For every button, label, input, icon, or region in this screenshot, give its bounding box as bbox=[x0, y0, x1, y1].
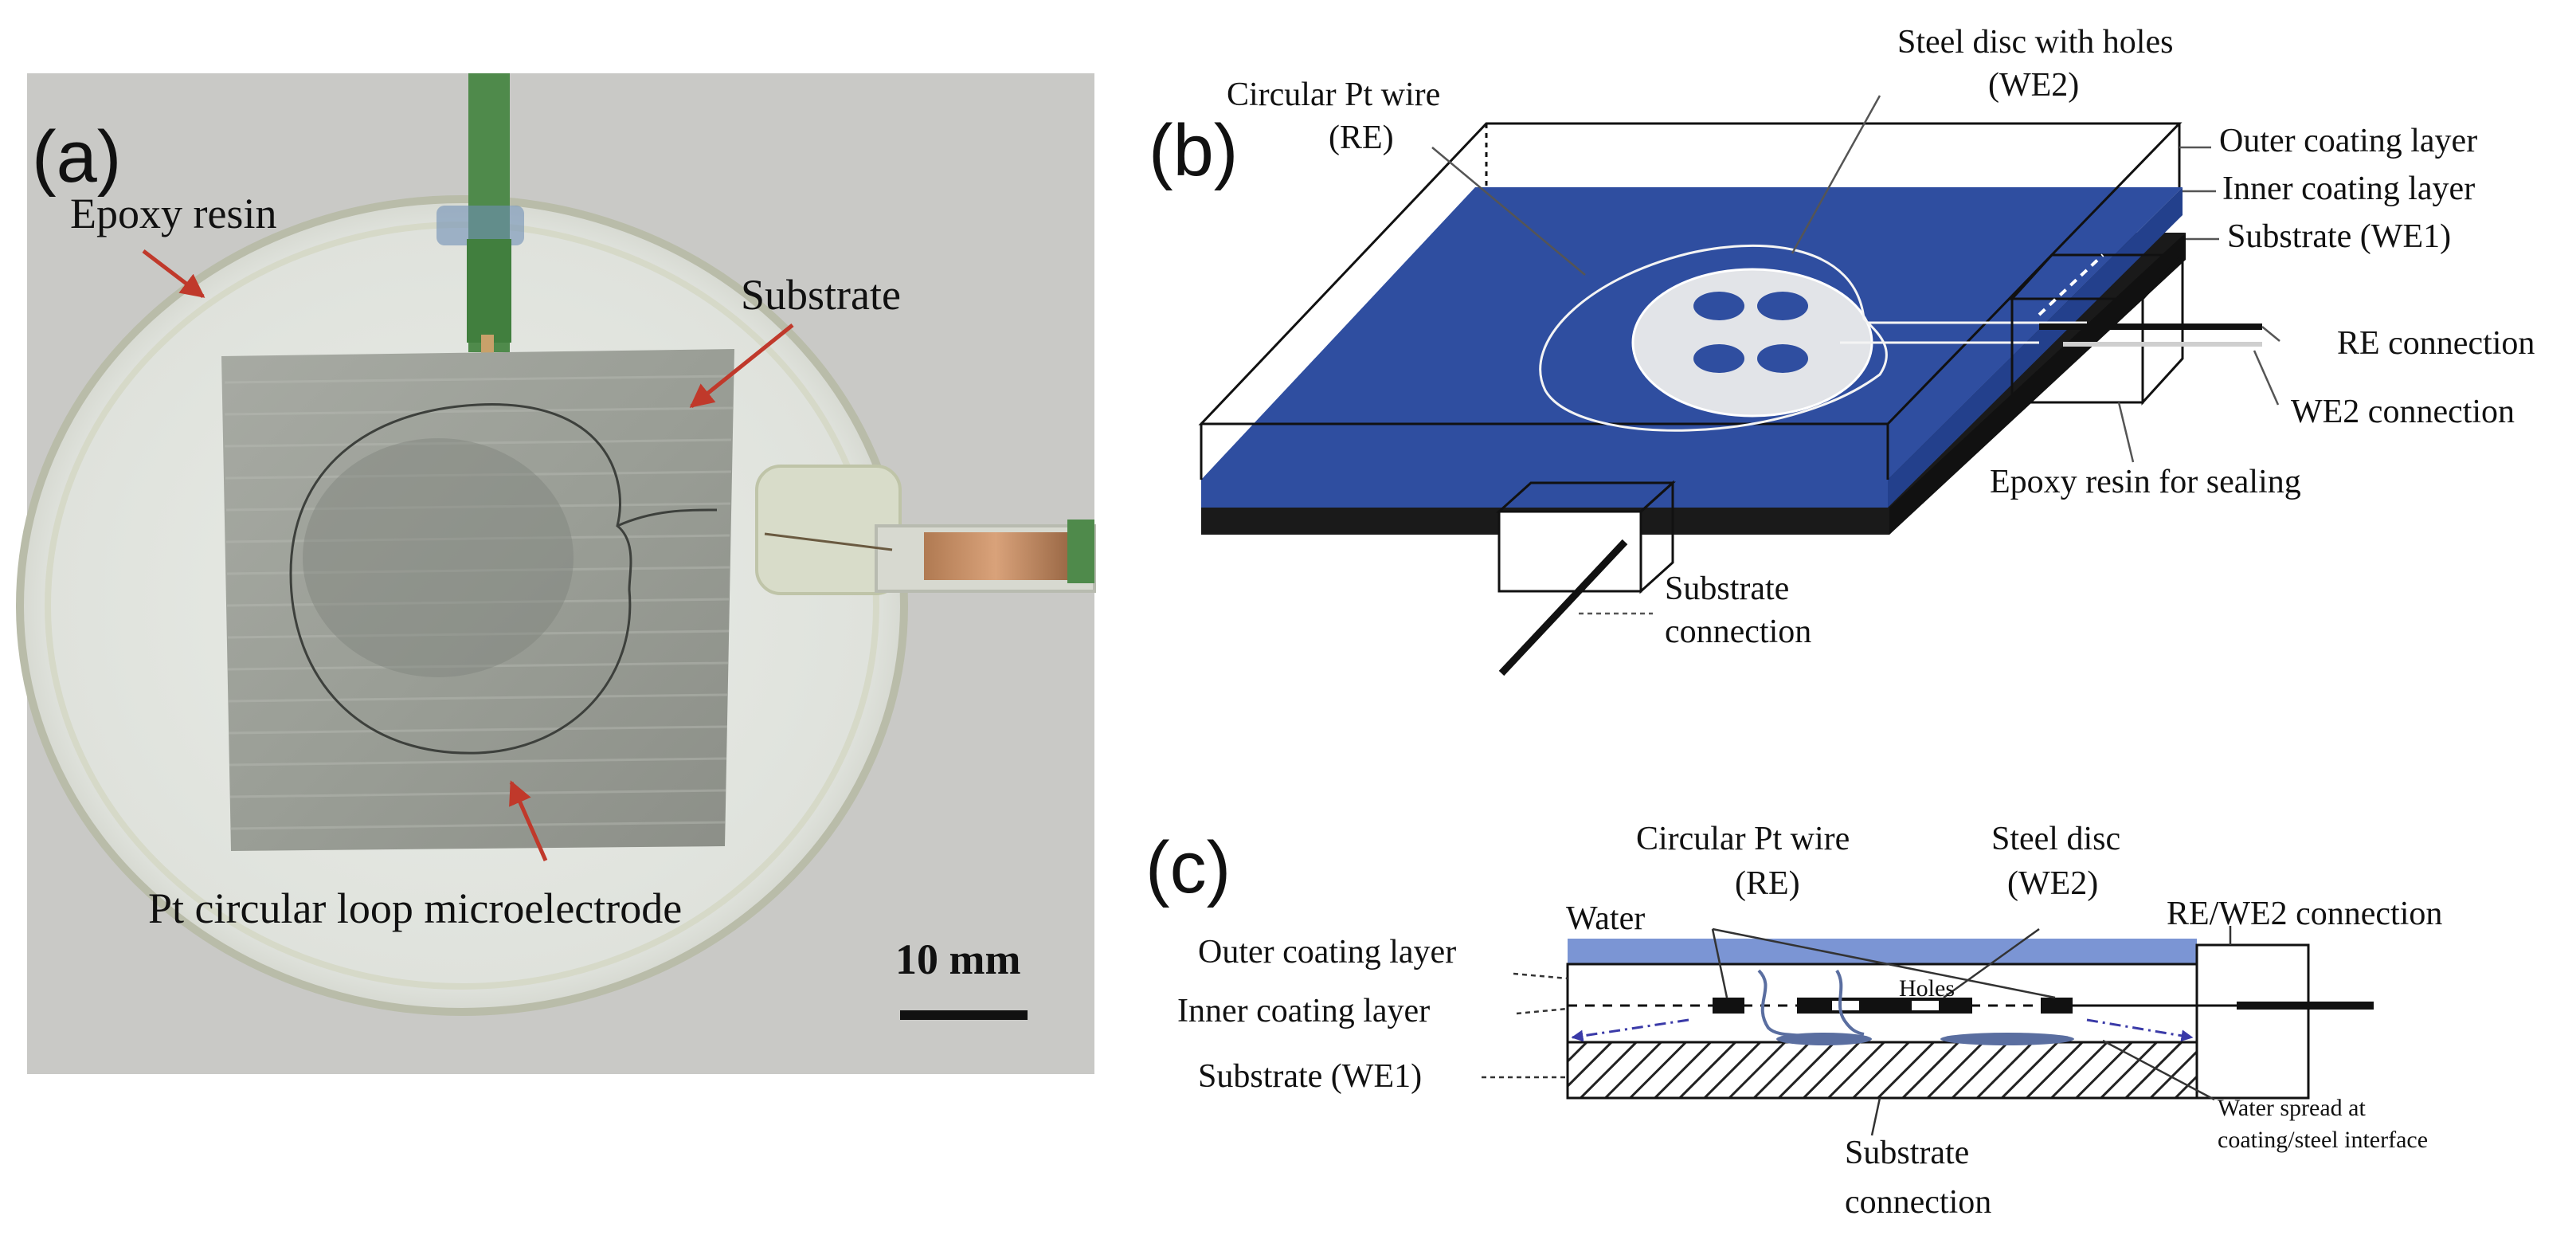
label-substrate: Substrate bbox=[741, 271, 901, 319]
label-c-steel-disc-2: (WE2) bbox=[2007, 865, 2098, 902]
substrate-hatched bbox=[1566, 1041, 2198, 1100]
epoxy-box bbox=[2009, 252, 2186, 406]
label-b-substrate: Substrate (WE1) bbox=[2227, 218, 2451, 255]
label-b-pt-wire-2: (RE) bbox=[1329, 120, 1394, 156]
substrate-connection-wire bbox=[1498, 539, 1628, 676]
inner-coating-side bbox=[1888, 187, 2183, 508]
epoxy-arrow bbox=[142, 249, 206, 298]
water-layer bbox=[1568, 939, 2197, 964]
label-c-spread-2: coating/steel interface bbox=[2218, 1127, 2428, 1153]
inner-coating-front bbox=[1201, 480, 1888, 508]
label-b-substrate-conn-2: connection bbox=[1665, 614, 1811, 650]
label-c-inner-coating: Inner coating layer bbox=[1177, 993, 1430, 1029]
label-c-substrate-conn-1: Substrate bbox=[1845, 1135, 1969, 1171]
panel-c-letter: (c) bbox=[1145, 827, 1231, 908]
label-c-substrate: Substrate (WE1) bbox=[1198, 1058, 1422, 1095]
pt-loop bbox=[289, 403, 632, 755]
label-b-epoxy: Epoxy resin for sealing bbox=[1990, 464, 2301, 500]
label-b-inner-coating: Inner coating layer bbox=[2222, 171, 2475, 207]
label-pt-loop: Pt circular loop microelectrode bbox=[148, 884, 682, 932]
panel-c-cross-section bbox=[1482, 926, 2374, 1136]
label-c-steel-disc-1: Steel disc bbox=[1991, 821, 2120, 857]
steel-disc bbox=[1631, 268, 1873, 418]
panel-b-letter: (b) bbox=[1149, 110, 1238, 191]
label-epoxy-resin: Epoxy resin bbox=[70, 190, 276, 237]
label-c-substrate-conn-2: connection bbox=[1845, 1184, 1991, 1221]
label-b-steel-disc-1: Steel disc with holes bbox=[1897, 24, 2173, 61]
pt-wire-loop bbox=[1539, 244, 1888, 432]
connection-box bbox=[2195, 943, 2310, 1100]
label-b-steel-disc-2: (WE2) bbox=[1988, 67, 2079, 104]
label-c-holes: Holes bbox=[1899, 975, 1955, 1002]
label-b-we2-connection: WE2 connection bbox=[2291, 394, 2515, 430]
label-b-pt-wire-1: Circular Pt wire bbox=[1227, 76, 1440, 113]
scale-bar bbox=[900, 1010, 1028, 1020]
outer-coating bbox=[1198, 122, 2183, 480]
substrate-plate bbox=[221, 349, 734, 851]
label-c-outer-coating: Outer coating layer bbox=[1198, 934, 1456, 970]
label-b-outer-coating: Outer coating layer bbox=[2219, 123, 2477, 159]
substrate-arrow bbox=[689, 323, 794, 408]
substrate-side bbox=[1889, 233, 2186, 535]
panel-b-schematic bbox=[1198, 95, 2280, 676]
panel-a-photo bbox=[16, 73, 1096, 1074]
label-c-pt-wire-1: Circular Pt wire bbox=[1636, 821, 1850, 857]
panel-a-letter: (a) bbox=[32, 116, 121, 198]
label-c-spread-1: Water spread at bbox=[2218, 1095, 2366, 1121]
label-c-water: Water bbox=[1566, 900, 1645, 937]
label-c-re-we2: RE/WE2 connection bbox=[2167, 896, 2442, 932]
label-b-substrate-conn-1: Substrate bbox=[1665, 571, 1789, 607]
label-b-re-connection: RE connection bbox=[2337, 325, 2535, 362]
label-scale: 10 mm bbox=[895, 935, 1020, 983]
label-c-pt-wire-2: (RE) bbox=[1735, 865, 1800, 902]
pt-loop-arrow bbox=[509, 780, 548, 862]
